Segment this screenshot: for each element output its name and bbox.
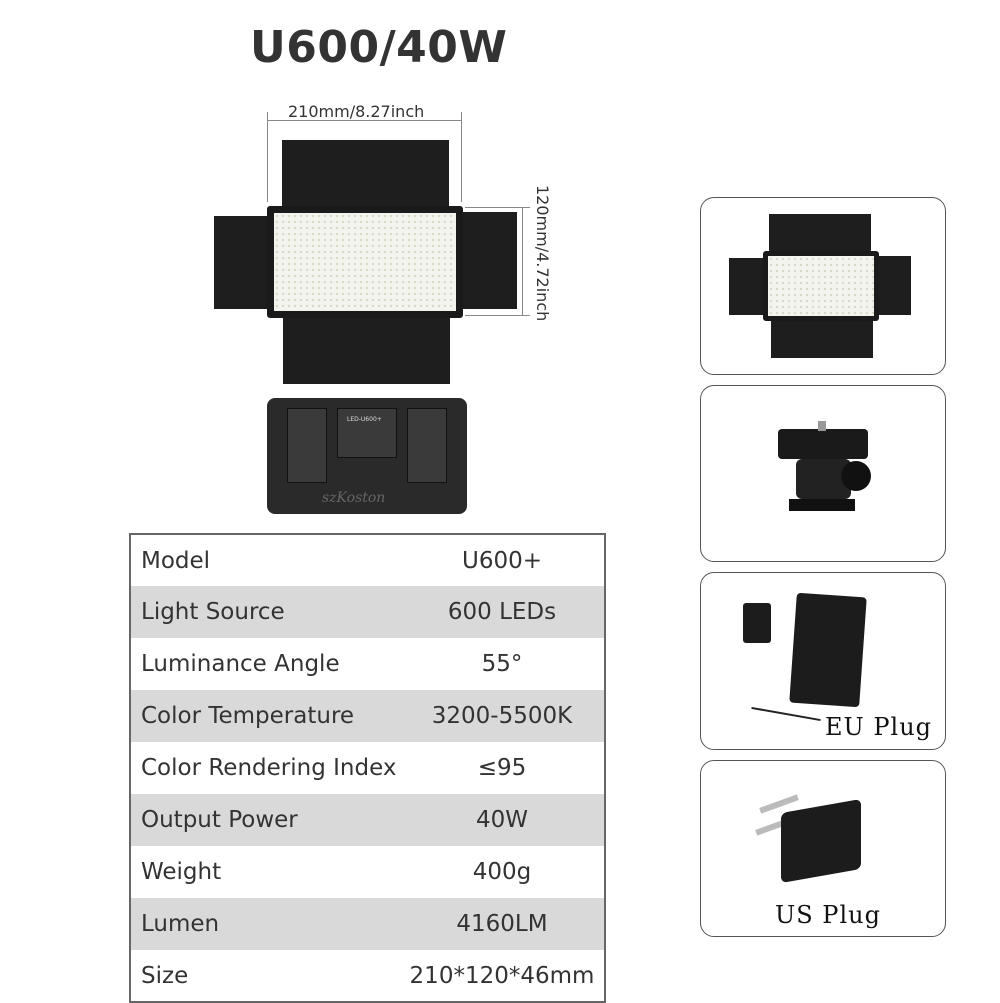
dimension-tick xyxy=(267,112,268,202)
height-dimension-line xyxy=(522,207,523,315)
spec-value: 400g xyxy=(472,859,532,885)
spec-value: 4160LM xyxy=(400,898,605,950)
spec-label: Size xyxy=(141,962,189,989)
spec-row: Weight 400g xyxy=(130,846,605,898)
spec-value: 3200-5500K xyxy=(400,690,605,742)
spec-row: Model U600+ xyxy=(130,534,605,586)
accessory-shoe-mount-panel xyxy=(700,385,946,562)
dimension-tick xyxy=(461,112,462,202)
accessory-eu-plug-panel: EU Plug xyxy=(700,572,946,750)
accessory-us-plug-panel: US Plug xyxy=(700,760,946,937)
spec-row: Color Rendering Index ≤95 xyxy=(130,742,605,794)
back-model-label: LED-U600+ xyxy=(347,416,382,423)
accessory-light-panel xyxy=(700,197,946,375)
width-label: 210mm/8.27inch xyxy=(288,102,425,121)
spec-label: Lumen xyxy=(130,898,400,950)
spec-value: ≤95 xyxy=(477,755,527,781)
watermark: szKoston xyxy=(322,490,386,506)
us-plug-label: US Plug xyxy=(775,901,881,929)
spec-label: Model xyxy=(141,547,211,574)
spec-row: Size 210*120*46mm xyxy=(130,950,605,1002)
spec-label: Color Temperature xyxy=(130,690,400,742)
spec-value: 40W xyxy=(400,794,605,846)
eu-plug-label: EU Plug xyxy=(825,713,933,741)
dimension-tick xyxy=(465,207,530,208)
spec-row: Luminance Angle 55° xyxy=(130,638,605,690)
light-back-image: LED-U600+ szKoston xyxy=(267,398,467,514)
height-label: 120mm/4.72inch xyxy=(533,185,552,322)
spec-label: Weight xyxy=(141,859,222,885)
width-dimension-line xyxy=(267,120,462,121)
spec-label: Luminance Angle xyxy=(141,651,340,677)
spec-label: Output Power xyxy=(130,794,400,846)
product-title: U600/40W xyxy=(250,22,508,73)
spec-value: 600 LEDs xyxy=(400,586,605,638)
spec-value: 210*120*46mm xyxy=(409,962,595,989)
dimension-tick xyxy=(465,315,530,316)
spec-value: 55° xyxy=(481,651,523,677)
spec-label: Light Source xyxy=(130,586,400,638)
spec-value: U600+ xyxy=(461,547,542,574)
spec-label: Color Rendering Index xyxy=(141,755,397,781)
